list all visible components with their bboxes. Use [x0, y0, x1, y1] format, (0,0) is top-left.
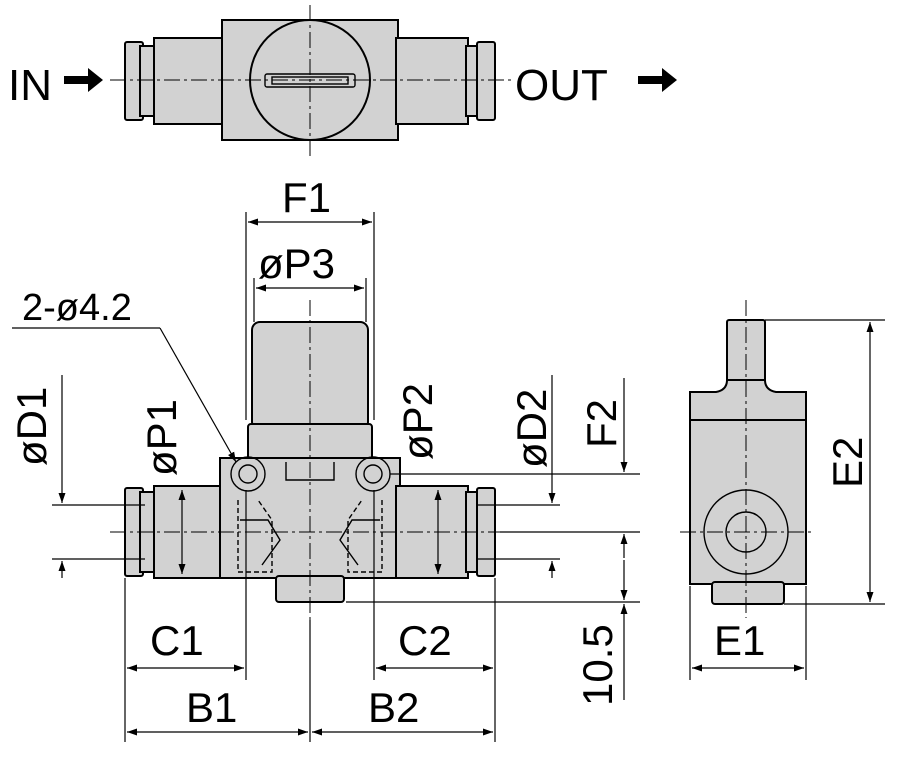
- dim-P1-label: øP1: [138, 399, 185, 476]
- dim-C2-label: C2: [398, 617, 452, 664]
- dim-E1-label: E1: [714, 617, 765, 664]
- dim-E2-label: E2: [824, 437, 871, 488]
- inlet-arrow-icon: [64, 68, 103, 92]
- dim-B2-label: B2: [368, 684, 419, 731]
- dim-10-5-label: 10.5: [574, 624, 621, 706]
- dim-P2-label: øP2: [394, 383, 441, 460]
- dim-F1-label: F1: [282, 174, 331, 221]
- side-view: [680, 300, 812, 618]
- dim-D1-label: øD1: [8, 387, 55, 466]
- dim-D2-label: øD2: [508, 389, 555, 468]
- mount-holes-label: 2-ø4.2: [22, 287, 132, 329]
- dim-C1-label: C1: [150, 617, 204, 664]
- dimensions: F1 øP3 2-ø4.2 øD1 øP1 øP2 øD2 F2: [8, 174, 885, 742]
- inlet-label: IN: [8, 61, 52, 110]
- top-view: IN OUT: [8, 5, 677, 158]
- dim-F2-label: F2: [578, 399, 625, 448]
- outlet-label: OUT: [515, 61, 608, 110]
- dim-P3-label: øP3: [258, 240, 335, 287]
- front-view: [110, 300, 505, 620]
- outlet-arrow-icon: [638, 68, 677, 92]
- dim-B1-label: B1: [186, 684, 237, 731]
